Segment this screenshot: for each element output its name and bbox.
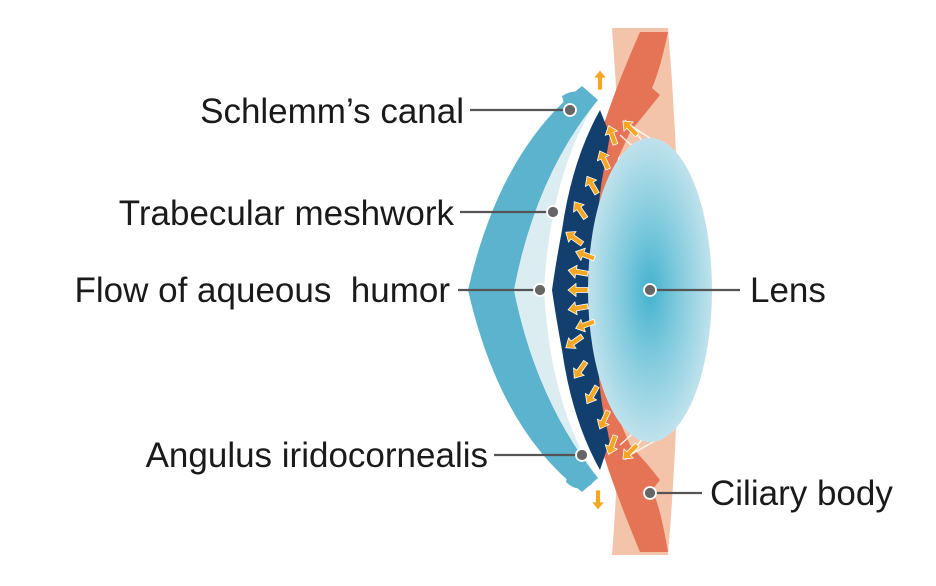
leader-lines bbox=[458, 108, 740, 495]
label-dots bbox=[533, 103, 657, 500]
label-angulus-iridocornealis: Angulus iridocornealis bbox=[146, 436, 488, 475]
angulus-shape bbox=[566, 462, 593, 489]
dot-trabecular-meshwork bbox=[546, 205, 560, 219]
flow-arrow bbox=[593, 69, 607, 91]
dot-lens bbox=[643, 283, 657, 297]
label-schlemms-canal: Schlemm’s canal bbox=[200, 92, 464, 131]
label-ciliary-body: Ciliary body bbox=[710, 474, 893, 513]
dot-schlemms-canal bbox=[563, 103, 577, 117]
label-trabecular-meshwork: Trabecular meshwork bbox=[119, 194, 455, 233]
dot-angulus bbox=[575, 448, 589, 462]
dot-flow-aqueous-humor bbox=[533, 283, 547, 297]
label-flow-aqueous-humor: Flow of aqueous humor bbox=[75, 271, 451, 310]
dot-ciliary-body bbox=[643, 486, 657, 500]
label-lens: Lens bbox=[750, 271, 826, 310]
flow-arrow bbox=[591, 489, 605, 511]
